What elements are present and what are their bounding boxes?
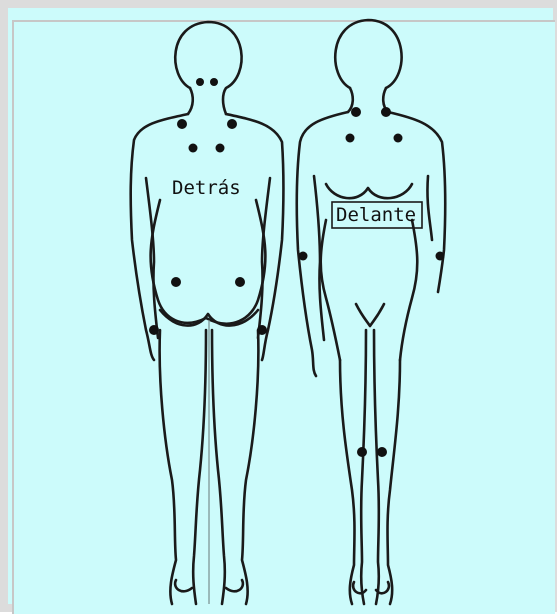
front-marker — [299, 252, 308, 261]
back-neck-left — [188, 88, 193, 114]
back-marker — [235, 277, 245, 287]
front-marker — [351, 107, 361, 117]
front-marker — [357, 447, 367, 457]
front-marker — [381, 107, 391, 117]
front-left-leg-outer — [340, 360, 355, 604]
back-right-leg-inner — [212, 330, 225, 604]
front-left-inner-arm — [314, 176, 324, 340]
back-head — [175, 22, 241, 114]
front-right-leg-inner — [374, 330, 379, 604]
back-marker — [210, 78, 218, 86]
back-marker — [177, 119, 187, 129]
back-marker — [171, 277, 181, 287]
front-marker — [394, 134, 403, 143]
back-right-leg-outer — [242, 330, 258, 604]
front-label: Delante — [336, 204, 416, 226]
back-marker — [216, 144, 225, 153]
back-left-foot — [175, 580, 192, 591]
back-marker — [257, 325, 267, 335]
front-marker — [436, 252, 445, 261]
back-left-leg-inner — [193, 330, 206, 604]
front-marker — [377, 447, 387, 457]
back-right-foot — [226, 580, 243, 591]
back-marker — [196, 78, 204, 86]
front-left-leg-inner — [361, 330, 366, 604]
back-left-leg-outer — [160, 330, 176, 604]
front-marker — [346, 134, 355, 143]
back-right-inner-arm — [258, 178, 270, 338]
back-left-inner-arm — [146, 178, 158, 338]
front-right-leg-outer — [388, 360, 401, 604]
front-pelvis — [356, 304, 384, 326]
back-marker — [227, 119, 237, 129]
back-label: Detrás — [172, 177, 241, 199]
front-left-foot — [353, 582, 366, 593]
back-marker — [189, 144, 198, 153]
front-torso — [321, 220, 418, 360]
back-marker — [149, 325, 159, 335]
front-head — [335, 20, 401, 88]
front-right-inner-arm — [427, 176, 432, 240]
back-figure: Detrás — [131, 22, 284, 604]
front-bust — [326, 184, 412, 198]
front-figure: Delante — [297, 20, 446, 604]
back-hips — [151, 200, 266, 324]
